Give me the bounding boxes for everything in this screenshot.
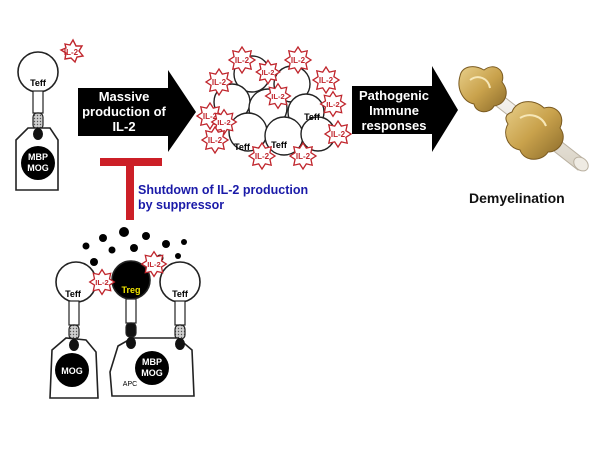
mog-label: MOG xyxy=(27,163,49,173)
caption-line: by suppressor xyxy=(138,198,225,212)
il2-star xyxy=(264,82,292,110)
il2-star xyxy=(311,65,341,95)
demyelinated-nerve-image xyxy=(458,66,589,172)
arrow-line: responses xyxy=(361,118,427,133)
mog-label: MOG xyxy=(61,366,83,376)
il2-star xyxy=(200,125,230,155)
il2-consumed-dot xyxy=(82,242,90,250)
il2-star xyxy=(59,38,85,64)
il2-consumption-dots xyxy=(82,227,187,266)
teff-label: Teff xyxy=(234,142,251,152)
arrow-line: Immune xyxy=(369,103,419,118)
il2-label: IL-2 xyxy=(331,130,346,139)
il2-consumed-dot xyxy=(142,232,150,240)
suppressor-caption: Shutdown of IL-2 production by suppresso… xyxy=(138,183,308,213)
il2-label: IL-2 xyxy=(262,68,275,77)
il2-label: IL-2 xyxy=(95,278,109,287)
apc-shared: MBP MOG APC xyxy=(109,337,195,397)
teff-label: Teff xyxy=(65,289,82,299)
axon-end xyxy=(573,156,589,172)
teff-label: Teff xyxy=(172,289,189,299)
il2-star-group-bottom: IL-2IL-2 xyxy=(88,250,168,296)
arrow-line: production of xyxy=(82,104,166,119)
tcr-stem xyxy=(125,298,137,324)
il2-label: IL-2 xyxy=(203,112,218,121)
il2-label: IL-2 xyxy=(208,136,223,145)
il2-consumed-dot xyxy=(90,258,98,266)
mbp-label: MBP xyxy=(142,357,162,367)
il2-star xyxy=(255,59,281,85)
apc-label: APC xyxy=(123,381,137,388)
il2-star xyxy=(140,250,168,278)
mhc-molecule xyxy=(126,337,136,349)
tcr-hatched xyxy=(32,112,44,130)
il2-label: IL-2 xyxy=(147,260,161,269)
myelin-sheath xyxy=(505,101,564,160)
arrow-line: IL-2 xyxy=(112,119,136,134)
il2-label: IL-2 xyxy=(64,48,79,57)
mog-antigen xyxy=(55,353,89,387)
il2-consumed-dot xyxy=(130,244,138,252)
teff-label: Teff xyxy=(304,112,321,122)
il2-label: IL-2 xyxy=(212,78,227,87)
teff-cell-suppressed-right: Teff xyxy=(159,261,201,340)
teff-cell-suppressed-left: Teff MOG xyxy=(49,261,99,399)
il2-label: IL-2 xyxy=(319,76,334,85)
teff-label: Teff xyxy=(271,140,288,150)
treg-cell-group: Treg xyxy=(111,260,151,338)
il2-consumed-dot xyxy=(108,246,116,254)
treg-label: Treg xyxy=(121,285,140,295)
tcr-hatched xyxy=(174,324,186,340)
arrow-line: Pathogenic xyxy=(358,88,430,103)
il2-star xyxy=(247,141,277,171)
arrow-line: Massive xyxy=(98,89,150,104)
il2-consumed-dot xyxy=(99,234,107,242)
mog-label: MOG xyxy=(141,368,163,378)
il2-star xyxy=(204,67,234,97)
il2-star xyxy=(323,119,353,149)
tcr-stem xyxy=(174,300,186,326)
il2-star xyxy=(283,45,313,75)
myelin-highlight xyxy=(519,114,547,127)
massive-production-arrow xyxy=(78,70,196,152)
tcr-hatched xyxy=(68,324,80,340)
il2-consumed-dot xyxy=(119,227,129,237)
il2-label: IL-2 xyxy=(235,56,250,65)
teff-label: Teff xyxy=(30,78,47,88)
mbp-mog-antigen xyxy=(135,351,169,385)
myelin-highlight xyxy=(469,76,491,89)
myelin-sheath xyxy=(458,66,507,113)
il2-consumed-dot xyxy=(162,240,170,248)
il2-consumed-dot xyxy=(181,239,187,245)
caption-line: Shutdown of IL-2 production xyxy=(138,183,309,197)
suppressor-bar-stem xyxy=(126,158,134,220)
il2-label: IL-2 xyxy=(326,100,340,109)
mhc-molecule xyxy=(175,338,185,350)
mbp-mog-antigen xyxy=(21,146,55,180)
teff-cell-initial: IL-2 Teff MBP MOG xyxy=(15,38,85,191)
tcr-hatched xyxy=(125,322,137,338)
suppressor-inhibition-bar xyxy=(100,158,162,220)
il2-star xyxy=(88,268,116,296)
mhc-molecule xyxy=(69,339,79,351)
il2-star xyxy=(227,45,257,75)
il2-label: IL-2 xyxy=(217,118,231,127)
il2-star xyxy=(319,90,347,118)
il2-star xyxy=(288,141,318,171)
tcr-stem xyxy=(32,90,44,114)
il2-consumed-dot xyxy=(175,253,181,259)
massive-production-label: Massive production of IL-2 xyxy=(80,89,168,134)
mbp-label: MBP xyxy=(28,152,48,162)
pathogenic-response-label: Pathogenic Immune responses xyxy=(354,88,434,133)
tcr-stem xyxy=(68,300,80,326)
pathogenic-response-arrow xyxy=(352,66,458,152)
il2-label: IL-2 xyxy=(296,152,311,161)
il2-label: IL-2 xyxy=(271,92,285,101)
il2-label: IL-2 xyxy=(291,56,306,65)
outcome-label: Demyelination xyxy=(469,190,565,206)
il2-label: IL-2 xyxy=(255,152,270,161)
mhc-molecule xyxy=(33,128,43,140)
